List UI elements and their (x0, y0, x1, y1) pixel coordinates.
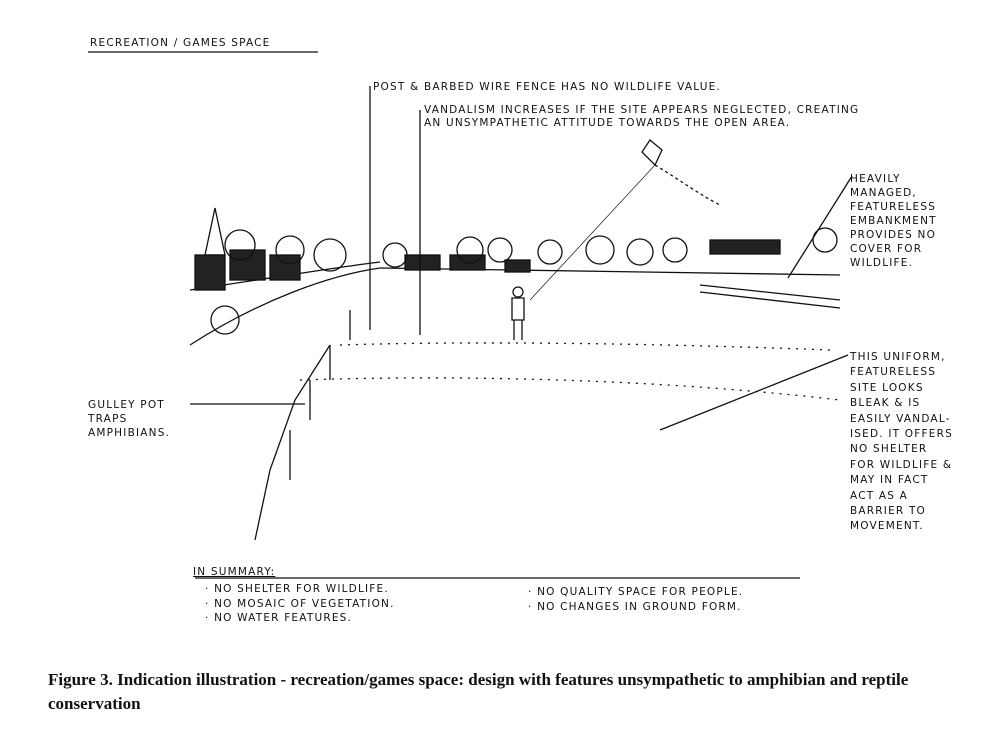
summary-item: · No changes in ground form. (528, 600, 742, 613)
annotation-line: embankment (850, 215, 937, 227)
field-edge (254, 344, 331, 541)
annotation-line: Gulley pot (88, 399, 165, 411)
annotation-line: managed, (850, 187, 917, 199)
annotation-line: amphibians. (88, 427, 171, 439)
tree-line (210, 227, 838, 335)
kite-string (529, 164, 656, 301)
kite-tail (654, 164, 721, 206)
summary-item: · No shelter for wildlife. (205, 583, 389, 595)
annotation-line: site looks (850, 381, 924, 394)
summary-item: · No water features. (205, 612, 353, 624)
fence-annotation: Post & barbed wire fence has no wildlife… (373, 81, 722, 93)
annotation-line: no shelter (850, 443, 928, 456)
annotation-line: barrier to (850, 505, 927, 518)
uniform-site-annotation: This uniform, featureless site looks ble… (850, 350, 953, 535)
summary-item: · No mosaic of vegetation. (205, 597, 395, 610)
uniform-leader (659, 354, 849, 431)
annotation-line: featureless (850, 366, 937, 379)
annotation-line: cover for (850, 243, 923, 255)
annotation-line: ised. It offers (850, 428, 953, 441)
summary-item: · No quality space for people. (528, 586, 744, 598)
annotation-line: movement. (850, 520, 924, 533)
annotation-line: easily vandal- (850, 412, 951, 425)
annotation-line: provides no (850, 229, 937, 241)
annotation-line: act as a (850, 489, 909, 502)
village-houses (194, 239, 781, 291)
annotation-line: for wildlife & (850, 458, 953, 471)
annotation-line: wildlife. (850, 257, 914, 269)
vandalism-annotation-2: an unsympathetic attitude towards the op… (424, 117, 791, 129)
summary-left-list: · No shelter for wildlife. · No mosaic o… (205, 582, 395, 626)
annotation-line: Heavily (850, 173, 901, 185)
annotation-line: featureless (850, 201, 937, 213)
summary-right-list: · No quality space for people. · No chan… (528, 585, 743, 614)
annotation-line: traps (88, 413, 128, 425)
figure-heading: Recreation / Games space (90, 37, 271, 49)
child-body (511, 297, 525, 340)
vandalism-annotation-1: Vandalism increases if the site appears … (424, 104, 860, 116)
fence-posts (289, 284, 841, 480)
child-head (512, 286, 524, 298)
annotation-line: bleak & is (850, 397, 921, 410)
figure-caption: Figure 3. Indication illustration - recr… (48, 670, 909, 713)
annotation-line: may in fact (850, 474, 929, 487)
church-spire (204, 207, 226, 256)
grass-tufts (299, 342, 841, 401)
embankment-leader (787, 175, 853, 279)
summary-title: In summary: (193, 566, 276, 578)
kite (641, 139, 663, 167)
gulley-annotation: Gulley pot traps amphibians. (88, 398, 170, 440)
annotation-line: This uniform, (850, 351, 946, 363)
embankment-annotation: Heavily managed, featureless embankment … (850, 172, 937, 270)
